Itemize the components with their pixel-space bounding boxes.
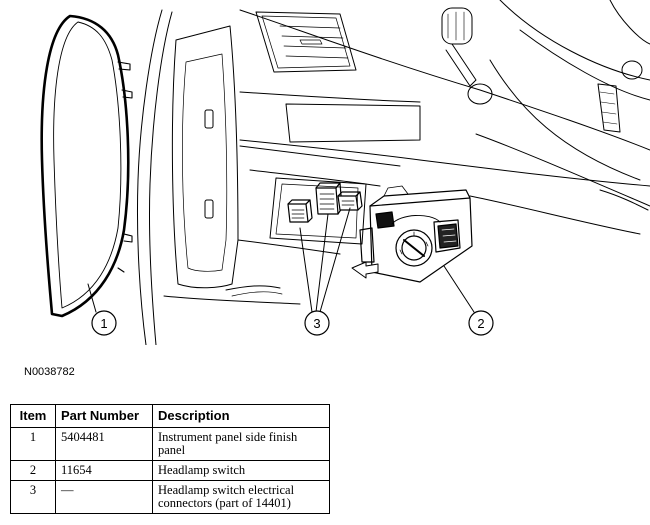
- callout-2: 2: [468, 310, 494, 336]
- callout-3: 3: [304, 310, 330, 336]
- row-description: Instrument panel side finish panel: [152, 427, 330, 461]
- electrical-connectors: [287, 182, 363, 223]
- svg-text:1: 1: [100, 316, 107, 331]
- steering-column: [441, 0, 650, 181]
- row-item: 3: [10, 480, 56, 514]
- svg-text:2: 2: [477, 316, 484, 331]
- instrument-panel: [136, 9, 650, 345]
- side-finish-panel: [40, 14, 133, 318]
- exploded-view-illustration: 1 3 2: [40, 0, 650, 345]
- callout-1: 1: [91, 310, 117, 336]
- row-item: 2: [10, 460, 56, 481]
- row-description: Headlamp switch: [152, 460, 330, 481]
- row-item: 1: [10, 427, 56, 461]
- table-header-row: Item Part Number Description: [10, 404, 330, 428]
- row-description: Headlamp switch electrical connectors (p…: [152, 480, 330, 514]
- row-part-number: 5404481: [55, 427, 153, 461]
- header-part-number: Part Number: [55, 404, 153, 428]
- table-row: 2 11654 Headlamp switch: [10, 460, 330, 481]
- figure-id: N0038782: [24, 366, 75, 378]
- callout-leaders: [87, 207, 475, 313]
- parts-table: Item Part Number Description 1 5404481 I…: [10, 404, 330, 514]
- svg-text:3: 3: [313, 316, 320, 331]
- header-description: Description: [152, 404, 330, 428]
- table-row: 1 5404481 Instrument panel side finish p…: [10, 427, 330, 461]
- header-item: Item: [10, 404, 56, 428]
- row-part-number: 11654: [55, 460, 153, 481]
- headlamp-switch: [351, 185, 473, 283]
- row-part-number: —: [55, 480, 153, 514]
- table-row: 3 — Headlamp switch electrical connector…: [10, 480, 330, 514]
